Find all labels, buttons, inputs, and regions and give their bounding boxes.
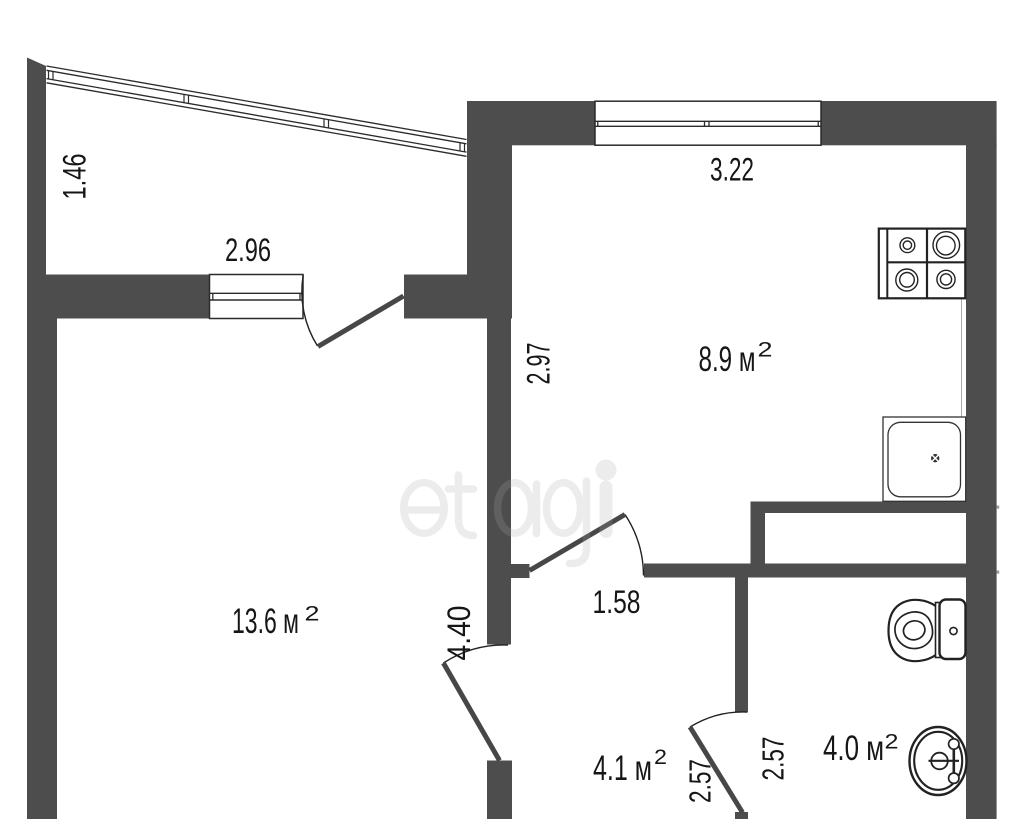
svg-text:4.0 м: 4.0 м: [823, 729, 884, 768]
svg-text:2: 2: [758, 338, 773, 362]
svg-text:8.9 м: 8.9 м: [699, 340, 756, 379]
svg-text:2.57: 2.57: [756, 737, 791, 781]
svg-text:1.46: 1.46: [57, 154, 93, 200]
svg-text:2.97: 2.97: [521, 343, 557, 385]
svg-text:2: 2: [885, 730, 899, 754]
svg-text:3.22: 3.22: [710, 152, 754, 188]
svg-text:4.40: 4.40: [441, 606, 477, 661]
svg-text:1.58: 1.58: [593, 584, 641, 620]
svg-text:2: 2: [305, 602, 320, 626]
svg-text:13.6 м: 13.6 м: [232, 602, 299, 641]
svg-text:4.1 м: 4.1 м: [593, 749, 652, 788]
svg-text:2.57: 2.57: [683, 759, 718, 803]
svg-text:2.96: 2.96: [225, 232, 271, 268]
svg-text:2: 2: [654, 745, 667, 769]
